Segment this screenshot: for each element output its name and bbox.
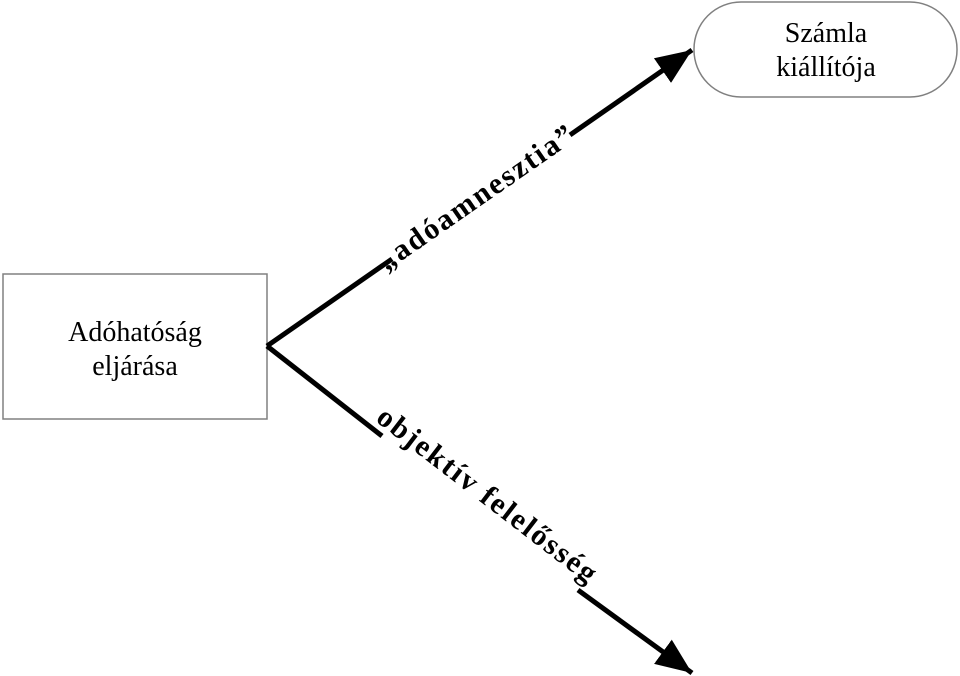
- lower-arrow: objektív felelősség: [265, 344, 694, 676]
- upper-arrow-segment-lower: [265, 256, 394, 349]
- source-box-line1: Adóhatóság: [68, 317, 202, 348]
- source-box-frame: [2, 273, 268, 420]
- target-box-line2: kiállítója: [776, 52, 876, 83]
- upper-arrow: „adóamnesztia”: [265, 47, 694, 349]
- source-box: Adóhatóság eljárása: [2, 273, 268, 420]
- target-box: Számla kiállítója: [693, 1, 958, 98]
- lower-arrow-label: objektív felelősség: [370, 400, 605, 591]
- target-box-frame: [693, 1, 958, 98]
- upper-arrow-segment-upper: [568, 47, 694, 138]
- lower-arrow-segment-upper: [265, 344, 384, 438]
- upper-arrow-label: „adóamnesztia”: [371, 117, 581, 277]
- lower-arrow-segment-lower: [576, 587, 694, 676]
- target-box-line1: Számla: [785, 18, 868, 49]
- source-box-line2: eljárása: [92, 351, 178, 382]
